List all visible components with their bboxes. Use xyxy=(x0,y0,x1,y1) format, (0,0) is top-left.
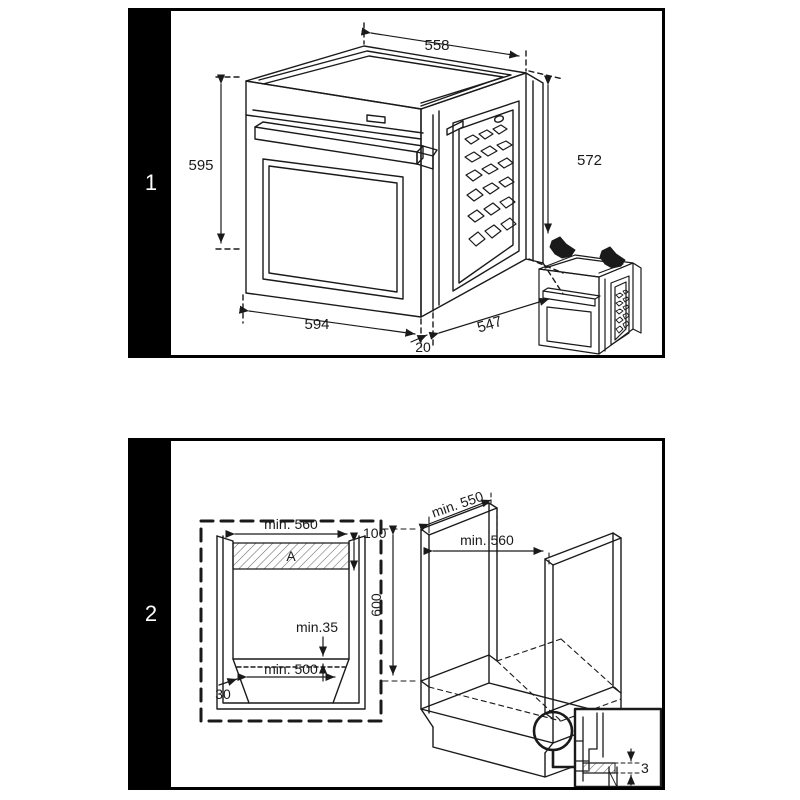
dim-cutout-width-min: min. 560 xyxy=(264,516,318,532)
hatched-area-label: A xyxy=(286,548,296,564)
dim-side-gap: 30 xyxy=(215,686,231,702)
oven-dimension-svg: 558 595 572 594 547 20 xyxy=(188,22,642,355)
dim-plinth-clearance: 3 xyxy=(641,760,649,776)
dim-cabinet-inner-width-min: min. 560 xyxy=(460,532,514,548)
dim-base-width-min: min. 500 xyxy=(264,661,318,677)
panel-1: 1 xyxy=(128,8,665,358)
panel-2-drawing: min. 560 100 A min.35 min. 500 30 min. 5… xyxy=(171,441,662,787)
dim-height-front: 595 xyxy=(188,157,213,174)
panel-2-number: 2 xyxy=(131,441,171,787)
dim-depth: 547 xyxy=(475,313,504,337)
dim-door-offset: 20 xyxy=(415,339,431,355)
dim-top-gap: 100 xyxy=(363,525,387,541)
dim-rear-gap-min: min.35 xyxy=(296,619,338,635)
panel-1-number: 1 xyxy=(131,11,171,355)
cabinet-dimension-svg: min. 560 100 A min.35 min. 500 30 min. 5… xyxy=(199,488,662,787)
panel-1-drawing: 558 595 572 594 547 20 xyxy=(171,11,662,355)
dim-width-top: 558 xyxy=(424,37,449,54)
panel-2: 2 xyxy=(128,438,665,790)
dim-width-front: 594 xyxy=(304,316,329,333)
dim-height-side: 572 xyxy=(577,152,602,169)
dim-cabinet-height: 600 xyxy=(368,593,384,617)
